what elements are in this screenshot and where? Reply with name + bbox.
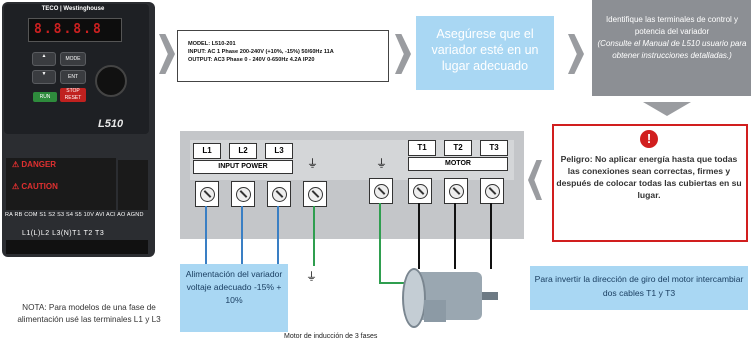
chevron-right-icon — [568, 34, 584, 74]
terminal-screw-l1 — [195, 181, 219, 207]
terminal-screw-t3 — [480, 178, 504, 204]
nameplate-input: INPUT: AC 1 Phase 200-240V (+10%, -15%) … — [188, 49, 334, 55]
drive-caution-text: ⚠ CAUTION — [12, 182, 58, 191]
drive-danger-label: DANGER — [21, 160, 57, 169]
drive-run-button: RUN — [33, 92, 57, 102]
supply-wire-l2 — [241, 206, 243, 264]
terminal-screw-ground-motor — [369, 178, 393, 204]
drive-stop-button: STOP RESET — [60, 88, 86, 102]
drive-terminal-slots — [6, 240, 148, 254]
step-identify-note: (Consulte el Manual de L510 usuario para… — [597, 39, 747, 60]
chevron-right-icon — [159, 34, 175, 74]
chevron-left-icon — [528, 160, 542, 200]
exclamation-icon: ! — [640, 130, 658, 148]
terminal-screw-t2 — [444, 178, 468, 204]
drive-power-terminals: L1(L)L2 L3(N)T1 T2 T3 — [22, 230, 105, 237]
terminal-screw-t1 — [408, 178, 432, 204]
terminal-label-l3: L3 — [265, 143, 293, 159]
ground-icon: ⏚ — [376, 158, 387, 170]
reverse-direction-box — [530, 266, 748, 310]
terminal-label-l2: L2 — [229, 143, 257, 159]
drive-down-button: ▼ — [32, 70, 56, 84]
drive-potentiometer-knob — [95, 65, 127, 97]
drive-brand-label: TECO | Westinghouse — [41, 6, 105, 12]
drive-display — [28, 18, 122, 42]
motor-end-cap — [402, 268, 426, 328]
terminal-label-t2: T2 — [444, 140, 472, 156]
motor-wire-t3 — [490, 203, 492, 269]
step-identify-text: Identifique las terminales de control y … — [596, 14, 748, 62]
supply-wire-l3 — [277, 206, 279, 264]
motor-group-label: MOTOR — [408, 157, 508, 171]
nameplate-box — [177, 30, 389, 82]
step-ensure-text: Asegúrese que el variador esté en un lug… — [431, 27, 539, 73]
motor-wire-t1 — [418, 203, 420, 269]
drive-model-label: L510 — [98, 118, 124, 130]
ground-wire-motor — [379, 203, 381, 283]
input-power-group-label: INPUT POWER — [193, 160, 293, 174]
terminal-label-t1: T1 — [408, 140, 436, 156]
ground-icon: ⏚ — [306, 271, 317, 283]
drive-display-digits: 8.8.8.8 — [34, 22, 103, 37]
supply-voltage-text: Alimentación del variador voltaje adecua… — [185, 269, 283, 305]
terminal-screw-l2 — [231, 181, 255, 207]
ground-wire-input — [313, 206, 315, 266]
drive-enter-button: ENT — [60, 70, 86, 84]
motor-shaft — [482, 292, 498, 300]
drive-danger-text: ⚠ DANGER — [12, 160, 57, 169]
danger-warning-text: Peligro: No aplicar energía hasta que to… — [556, 154, 742, 200]
step-ensure-box — [416, 16, 554, 90]
drive-caution-label: CAUTION — [21, 182, 58, 191]
terminal-screw-ground-input — [303, 181, 327, 207]
chevron-right-icon — [395, 34, 411, 74]
chevron-down-icon — [643, 102, 691, 116]
drive-control-terminals: RA RB COM S1 S2 S3 S4 S5 10V AVI ACI AO … — [5, 212, 144, 218]
drive-warning-label — [6, 158, 116, 210]
nameplate-text: MODEL: L510-201 INPUT: AC 1 Phase 200-24… — [188, 40, 388, 64]
nameplate-output: OUTPUT: AC3 Phase 0 - 240V 0-650Hz 4.2A … — [188, 57, 315, 63]
terminal-screw-l3 — [267, 181, 291, 207]
single-phase-note: NOTA: Para modelos de una fase de alimen… — [17, 303, 161, 324]
motor-terminal-box — [424, 300, 446, 322]
drive-mode-button: MODE — [60, 52, 86, 66]
terminal-label-l1: L1 — [193, 143, 221, 159]
supply-voltage-box — [180, 264, 288, 332]
drive-vent — [118, 160, 148, 210]
step-identify-title: Identifique las terminales de control y … — [605, 15, 739, 36]
supply-wire-l1 — [205, 206, 207, 264]
motor-caption: Motor de inducción de 3 fases — [284, 333, 378, 340]
drive-up-button: ▲ — [32, 52, 56, 66]
step-identify-box — [592, 0, 751, 96]
reverse-direction-text: Para invertir la dirección de giro del m… — [534, 274, 744, 298]
nameplate-model: MODEL: L510-201 — [188, 41, 236, 47]
terminal-label-t3: T3 — [480, 140, 508, 156]
ground-icon: ⏚ — [307, 158, 318, 170]
ground-wire-motor-horizontal — [379, 282, 413, 284]
motor-wire-t2 — [454, 203, 456, 269]
